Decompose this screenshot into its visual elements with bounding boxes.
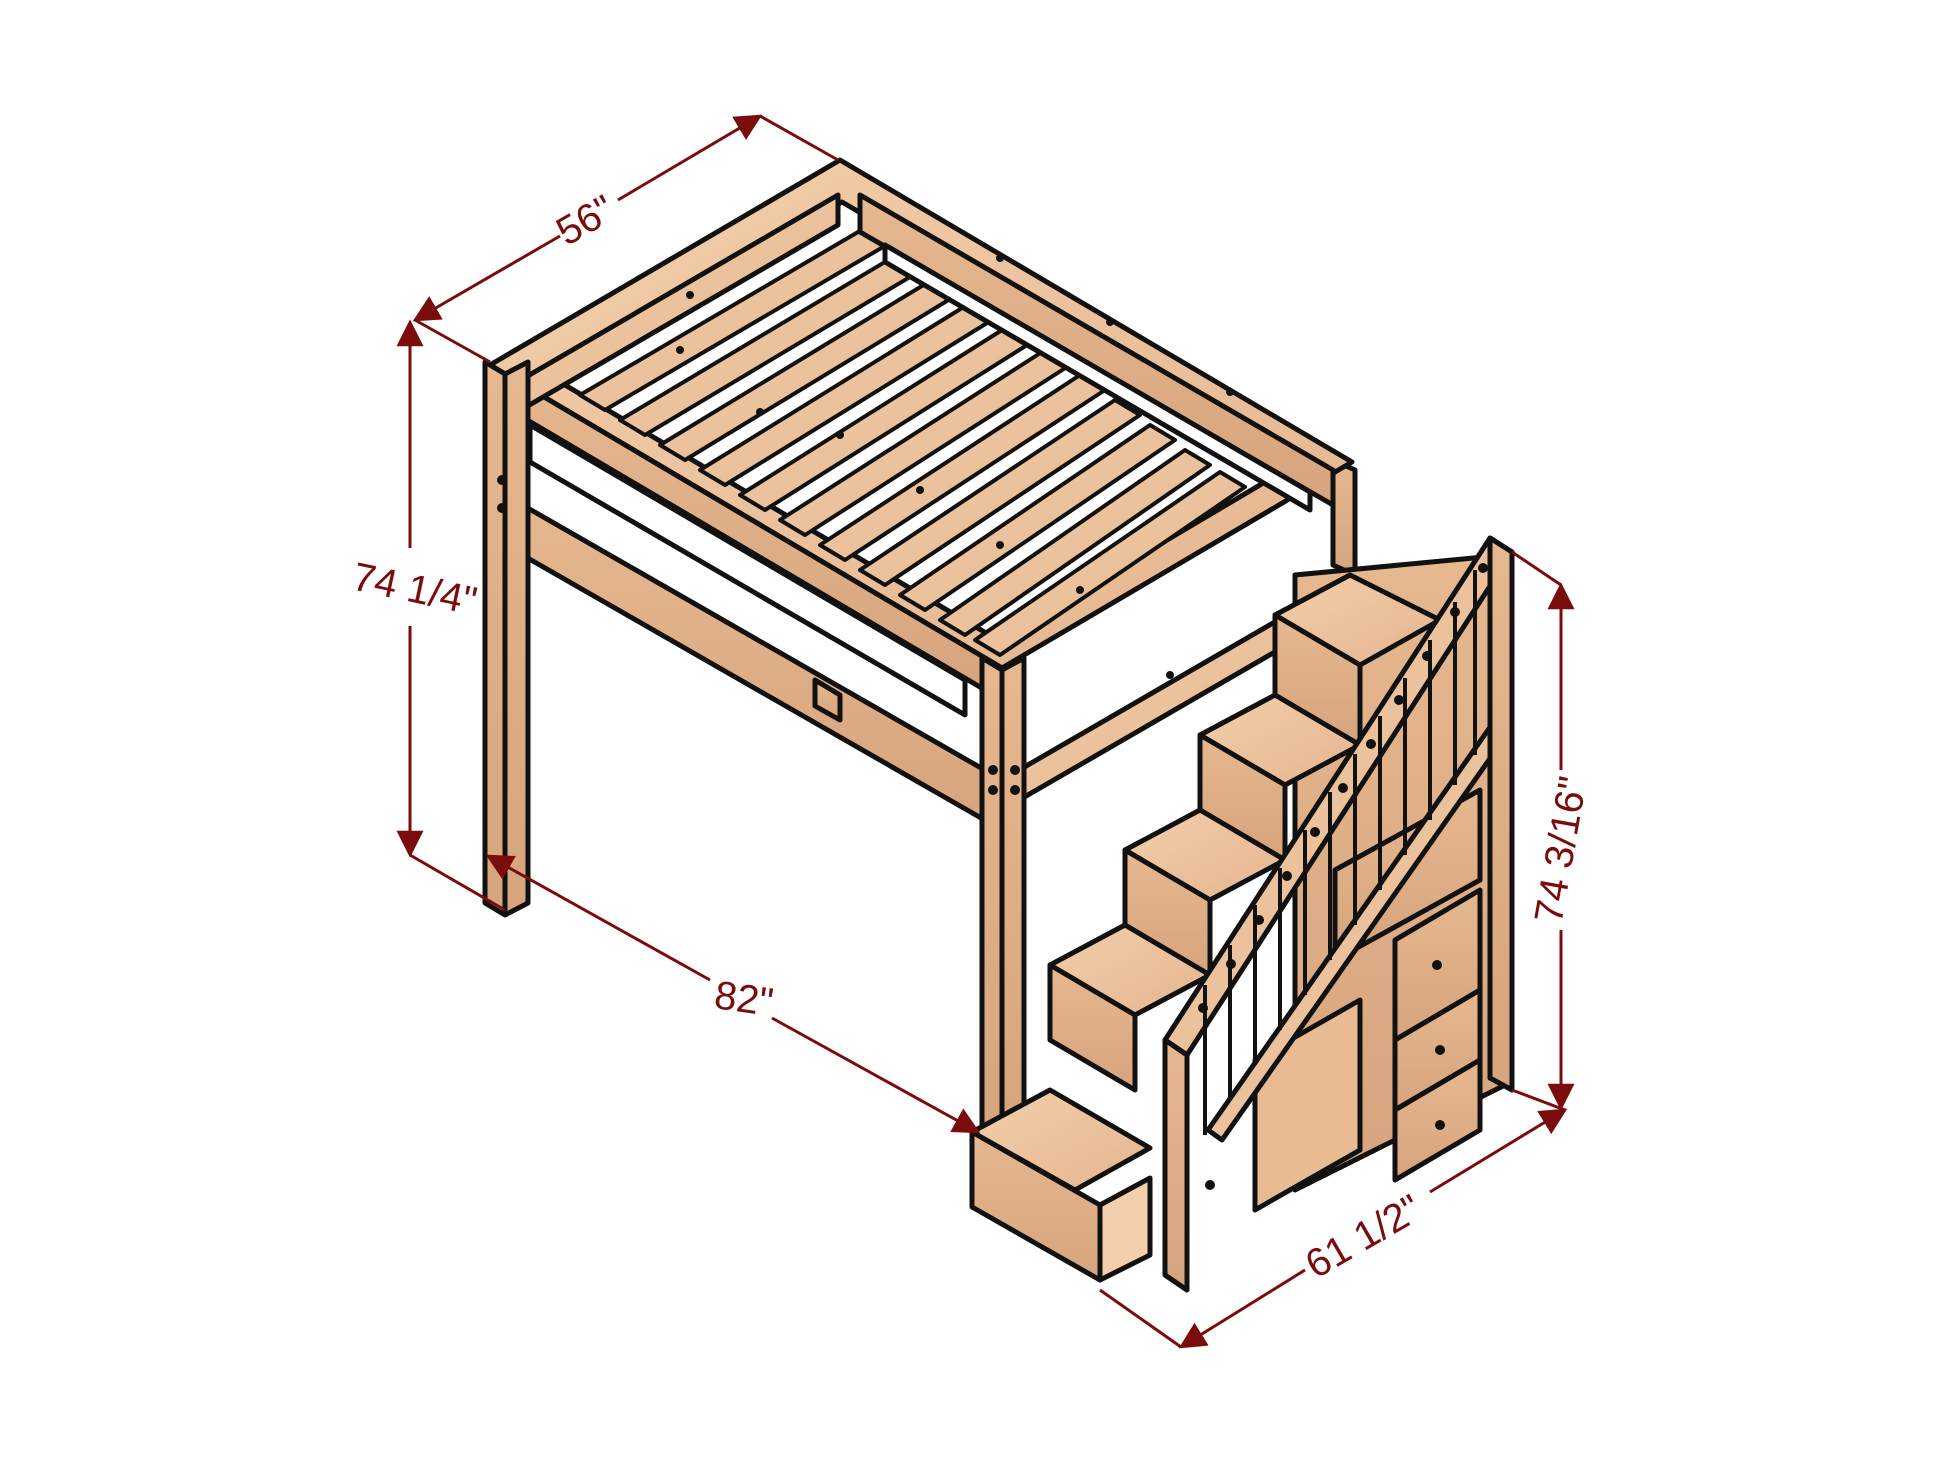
dim-line-82-a — [485, 854, 711, 982]
dimension-lines — [396, 114, 1575, 1349]
bed-frame — [482, 157, 1358, 1145]
label-bed-length: 82" — [712, 973, 776, 1025]
center-support — [812, 677, 843, 723]
label-stair-length: 61 1/2" — [1298, 1186, 1429, 1287]
ext-56-b — [759, 114, 839, 162]
dim-line-82-b — [771, 1016, 981, 1134]
cubby-lower-right — [1392, 1057, 1483, 1183]
step-2-front — [1047, 962, 1138, 1093]
dim-line-615-a — [1178, 1268, 1306, 1349]
ext-615-a — [1099, 1288, 1182, 1349]
step-1-open-cubby — [1097, 1175, 1153, 1283]
ext-82-a — [409, 853, 506, 912]
dim-line-615-b — [1429, 1108, 1568, 1194]
back-window — [882, 242, 1313, 513]
label-bed-width: 56" — [549, 187, 622, 254]
handrail-bolts — [1198, 563, 1488, 1190]
ext-74s-a — [1511, 550, 1562, 587]
staircase — [969, 535, 1515, 1293]
newel-post-bottom — [1162, 1037, 1190, 1293]
post-back-right — [1330, 457, 1358, 578]
dim-line-56-b — [617, 114, 763, 202]
bolts — [497, 254, 1234, 795]
ext-615-b — [1511, 1088, 1566, 1112]
ext-56-a — [414, 318, 491, 364]
label-stair-height: 74 3/16" — [1527, 773, 1596, 926]
cubby-large — [1252, 997, 1363, 1213]
newel-post-top — [1487, 535, 1515, 1093]
back-guard-rail — [857, 192, 1336, 508]
dim-line-56-a — [412, 234, 561, 322]
label-bed-height: 74 1/4" — [349, 555, 481, 624]
